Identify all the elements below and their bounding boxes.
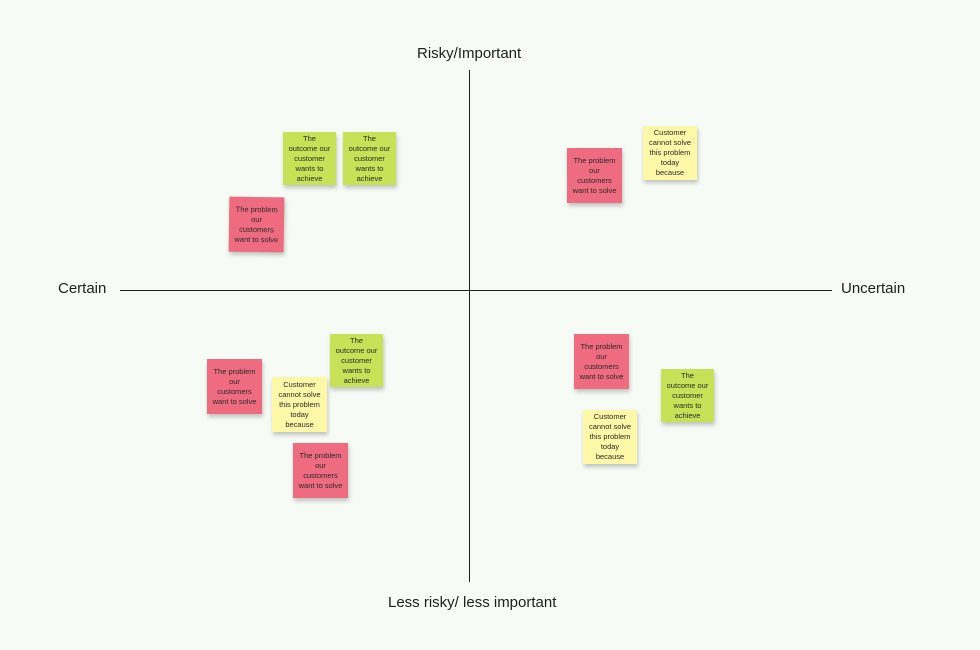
sticky-note-outcome[interactable]: The outcome our customer wants to achiev…: [343, 132, 396, 185]
sticky-note-text: The outcome our customer wants to achiev…: [348, 133, 391, 183]
sticky-note-text: Customer cannot solve this problem today…: [648, 128, 692, 177]
sticky-note-outcome[interactable]: The outcome our customer wants to achiev…: [283, 132, 336, 185]
sticky-note-reason[interactable]: Customer cannot solve this problem today…: [583, 410, 637, 464]
sticky-note-problem[interactable]: The problem our customers want to solve: [567, 148, 622, 203]
sticky-note-outcome[interactable]: The outcome our customer wants to achiev…: [661, 369, 714, 422]
sticky-note-problem[interactable]: The problem our customers want to solve: [574, 334, 629, 389]
sticky-note-text: The outcome our customer wants to achiev…: [288, 133, 331, 183]
sticky-note-problem[interactable]: The problem our customers want to solve: [293, 443, 348, 498]
sticky-note-problem[interactable]: The problem our customers want to solve: [228, 196, 285, 253]
sticky-note-outcome[interactable]: The outcome our customer wants to achiev…: [330, 334, 383, 387]
sticky-note-problem[interactable]: The problem our customers want to solve: [207, 359, 262, 414]
axis-label-bottom: Less risky/ less important: [388, 594, 557, 611]
sticky-note-text: The problem our customers want to solve: [298, 450, 343, 490]
sticky-note-text: Customer cannot solve this problem today…: [588, 412, 632, 461]
sticky-note-text: The outcome our customer wants to achiev…: [335, 335, 378, 385]
axis-label-left: Certain: [58, 280, 107, 297]
sticky-note-text: The problem our customers want to solve: [212, 366, 257, 406]
sticky-note-text: The problem our customers want to solve: [234, 204, 279, 244]
sticky-note-reason[interactable]: Customer cannot solve this problem today…: [643, 126, 697, 180]
sticky-note-reason[interactable]: Customer cannot solve this problem today…: [272, 377, 327, 432]
horizontal-axis: [120, 290, 832, 292]
axis-label-top: Risky/Important: [417, 45, 522, 62]
sticky-note-text: The outcome our customer wants to achiev…: [666, 370, 709, 420]
sticky-note-text: The problem our customers want to solve: [572, 155, 617, 195]
sticky-note-text: Customer cannot solve this problem today…: [278, 379, 321, 429]
vertical-axis: [469, 70, 471, 582]
axis-label-right: Uncertain: [841, 280, 906, 297]
sticky-note-text: The problem our customers want to solve: [579, 341, 624, 381]
